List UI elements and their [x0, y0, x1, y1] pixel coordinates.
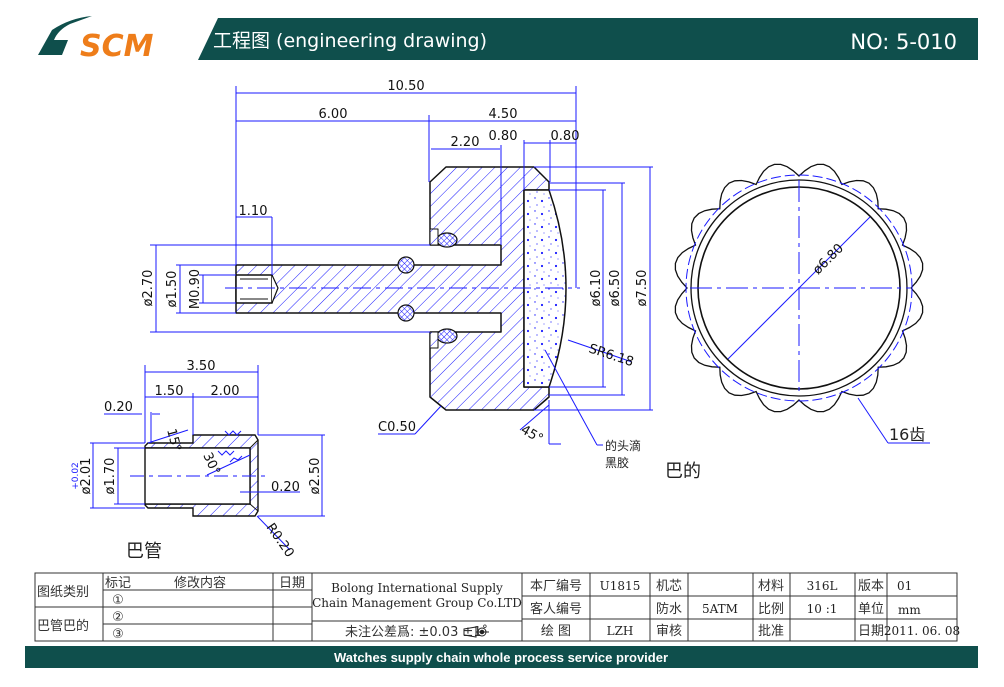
material-value: 316L	[807, 579, 838, 593]
o-ring	[397, 304, 415, 322]
category-label: 图纸类别	[37, 585, 89, 600]
dim-chamfer: C0.50	[378, 420, 416, 435]
category-value: 巴管巴的	[37, 618, 89, 634]
date-field-label: 日期	[858, 624, 884, 639]
title-block-text: 图纸类别 巴管巴的 标记 修改内容 日期 ① ② ③ Bolong Intern…	[37, 575, 960, 642]
o-ring	[436, 328, 458, 344]
movement-label: 机芯	[656, 579, 682, 594]
dim-tube-inner-diameter: ø1.70	[103, 458, 118, 495]
waterproof-value: 5ATM	[702, 602, 738, 616]
dim-stem-diameter: ø1.50	[165, 271, 180, 308]
dim-thread: M0.90	[188, 269, 203, 309]
revision-mark-1: ①	[112, 593, 124, 608]
main-part-section: 10.50 6.00 4.50 2.20 0.80 0.80 1.10 ø2.7…	[141, 79, 701, 482]
black-glue-fill	[523, 189, 567, 388]
drawn-by-label: 绘 图	[541, 624, 571, 639]
dim-slot-diameter: ø2.70	[141, 270, 156, 307]
mark-label: 标记	[105, 576, 131, 591]
header: SCM 工程图 (engineering drawing) NO: 5-010	[38, 16, 978, 64]
dim-edge-width: 0.80	[551, 129, 580, 144]
factory-no-value: U1815	[600, 579, 641, 593]
crown-teeth-outline	[674, 163, 924, 413]
dim-head-diameter: ø7.50	[635, 270, 650, 307]
glue-note-line2: 黑胶	[605, 455, 629, 470]
dim-tube-length: 3.50	[187, 359, 216, 374]
scale-value: 10 :1	[807, 602, 838, 616]
tube-caption: 巴管	[126, 541, 162, 562]
version-label: 版本	[858, 579, 884, 594]
material-label: 材料	[758, 579, 784, 594]
date-field-value: 2011. 06. 08	[884, 624, 960, 638]
dim-sphere-radius: SR6.18	[587, 342, 636, 371]
dim-slot-depth: 2.20	[451, 135, 480, 150]
surface-finish-marks	[217, 430, 243, 463]
revision-mark-3: ③	[112, 627, 124, 642]
front-view: ø6.80 16齿	[674, 163, 930, 444]
version-value: 01	[897, 579, 912, 593]
projection-symbol-icon	[463, 626, 489, 638]
header-bar	[198, 18, 978, 60]
dim-tube-outer-diameter: ø2.50	[308, 458, 323, 495]
o-ring	[397, 256, 415, 274]
tube-section: 3.50 1.50 2.00 0.20 15° 30° +0.02 ø2.01 …	[71, 359, 325, 562]
drawing-number: NO: 5-010	[850, 30, 957, 54]
waterproof-label: 防水	[656, 601, 682, 617]
dim-glue-diameter: ø6.10	[589, 270, 604, 307]
dim-step-offset: 0.20	[104, 400, 133, 415]
date-label: 日期	[279, 576, 305, 591]
footer-bar	[25, 646, 978, 668]
dim-overall-length: 10.50	[387, 79, 424, 94]
o-ring	[436, 232, 458, 248]
dim-step-length: 1.50	[155, 384, 184, 399]
dim-body-length: 2.00	[211, 384, 240, 399]
dim-head-length: 4.50	[489, 107, 518, 122]
dim-stem-length: 6.00	[319, 107, 348, 122]
dimension-lines	[150, 86, 653, 446]
company-line1: Bolong International Supply	[331, 581, 503, 595]
glue-note-line1: 的头滴	[605, 438, 641, 453]
company-line2: Chain Management Group Co.LTD	[312, 596, 522, 610]
svg-text:SCM: SCM	[80, 29, 154, 64]
dim-bore-diameter: ø2.01	[79, 458, 94, 495]
dim-angle-15: 15°	[163, 427, 183, 453]
drawn-by-value: LZH	[607, 624, 634, 638]
approved-label: 批准	[758, 624, 784, 639]
teeth-count: 16齿	[889, 425, 925, 444]
dim-tube-radius: R0.20	[263, 521, 297, 561]
factory-no-label: 本厂编号	[530, 579, 582, 594]
dim-tube-chamfer: 0.20	[271, 480, 300, 495]
dim-tolerance: +0.02	[71, 462, 81, 490]
dim-thread-depth: 1.10	[239, 204, 268, 219]
scale-label: 比例	[758, 602, 784, 617]
unit-value: mm	[898, 603, 921, 617]
footer-slogan: Watches supply chain whole process servi…	[334, 650, 668, 665]
company-logo: SCM	[38, 16, 154, 64]
revision-mark-2: ②	[112, 610, 124, 625]
main-part-caption: 巴的	[665, 461, 701, 482]
change-label: 修改内容	[174, 575, 226, 591]
reviewed-label: 审核	[656, 624, 682, 639]
unit-label: 单位	[858, 602, 884, 617]
page-title: 工程图 (engineering drawing)	[213, 30, 487, 52]
customer-no-label: 客人编号	[530, 601, 582, 617]
tolerance-note: 未注公差爲: ±0.03 ±1˚	[345, 624, 488, 640]
title-block	[34, 572, 958, 642]
dim-glue-depth: 0.80	[489, 129, 518, 144]
dim-chamfer-angle: 45°	[518, 422, 545, 447]
dim-inner-diameter: ø6.50	[608, 270, 623, 307]
dim-front-diameter: ø6.80	[810, 241, 847, 278]
